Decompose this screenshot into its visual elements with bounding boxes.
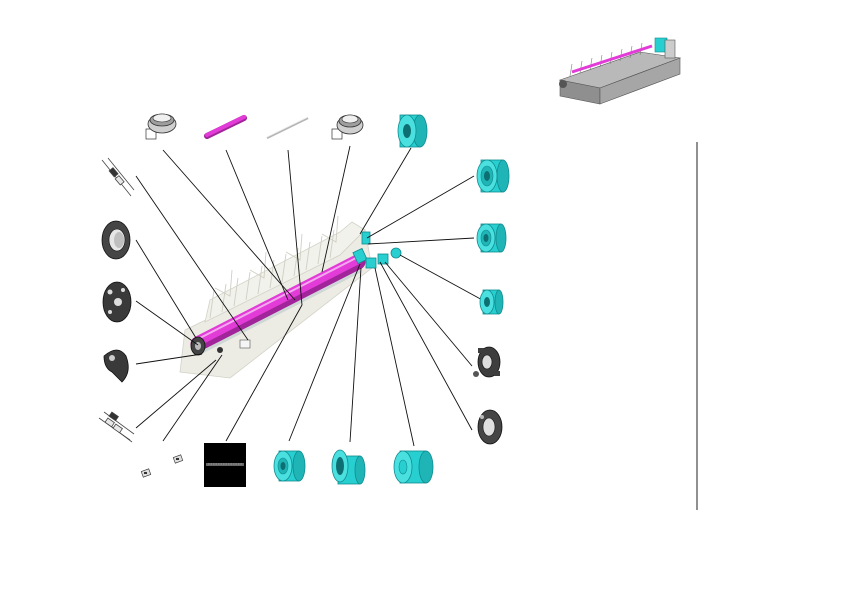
bushing-cyan-icon — [397, 114, 428, 148]
fuser-assembly-thumbnail-icon — [550, 18, 682, 110]
leader-lines — [135, 145, 487, 447]
gear-icon — [473, 346, 501, 378]
bushing-cyan-icon — [393, 450, 434, 484]
cam-icon — [103, 349, 129, 383]
plate-icon — [102, 281, 132, 323]
bushing-cyan-icon — [273, 450, 306, 482]
bushing-cyan-icon — [479, 289, 504, 315]
bushing-cyan-icon — [476, 223, 507, 253]
bushing-cyan-icon — [476, 159, 510, 193]
label-icon — [204, 443, 246, 487]
bushing-cyan-icon — [331, 449, 366, 485]
ring-icon — [477, 409, 503, 445]
rod-icon — [266, 116, 309, 139]
electrode-icon — [101, 157, 135, 197]
electrode-icon — [98, 411, 135, 443]
fuser-unit-exploded-icon — [179, 215, 402, 379]
heater-lamp-icon — [204, 115, 247, 139]
ring-icon — [101, 220, 131, 260]
thermostat-icon — [331, 114, 364, 140]
screw-icon — [140, 454, 184, 478]
thermostat-icon — [145, 113, 177, 140]
